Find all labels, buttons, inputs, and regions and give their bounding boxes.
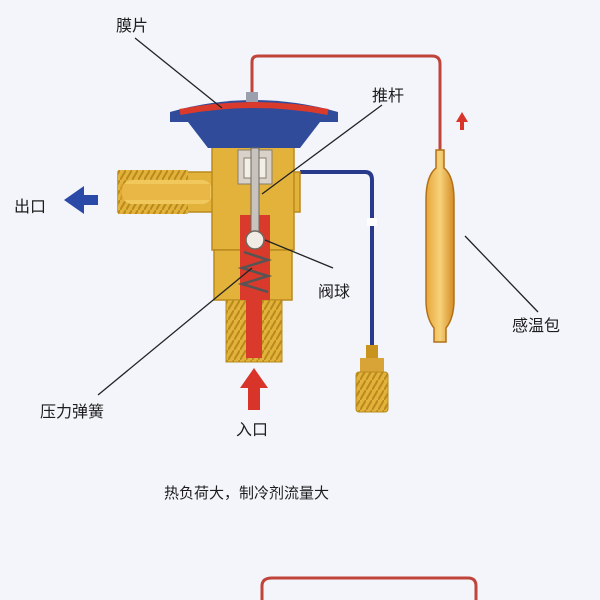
label-pressure-spring: 压力弹簧 <box>40 402 105 421</box>
label-push-rod: 推杆 <box>372 86 405 105</box>
diaphragm-housing <box>170 92 338 148</box>
label-outlet: 出口 <box>14 197 47 216</box>
lower-tube-outline <box>260 576 478 600</box>
bulb-arrow-up-icon <box>456 112 468 130</box>
capillary-tube <box>250 54 442 108</box>
label-sensing-bulb: 感温包 <box>512 316 561 335</box>
label-valve-ball: 阀球 <box>318 282 351 301</box>
leader-lines <box>97 37 539 396</box>
arrow-up-icon <box>240 368 268 410</box>
label-diaphragm: 膜片 <box>116 16 149 35</box>
diagram-caption: 热负荷大，制冷剂流量大 <box>164 484 330 502</box>
push-rod <box>250 147 260 244</box>
label-inlet: 入口 <box>236 420 269 439</box>
diaphragm <box>179 102 329 115</box>
pressure-spring <box>237 250 273 294</box>
arrow-left-icon <box>64 186 98 214</box>
sensing-bulb <box>425 149 455 343</box>
equalizer-tube <box>300 170 374 345</box>
valve-ball <box>245 230 265 250</box>
equalizer-fitting <box>355 345 389 413</box>
